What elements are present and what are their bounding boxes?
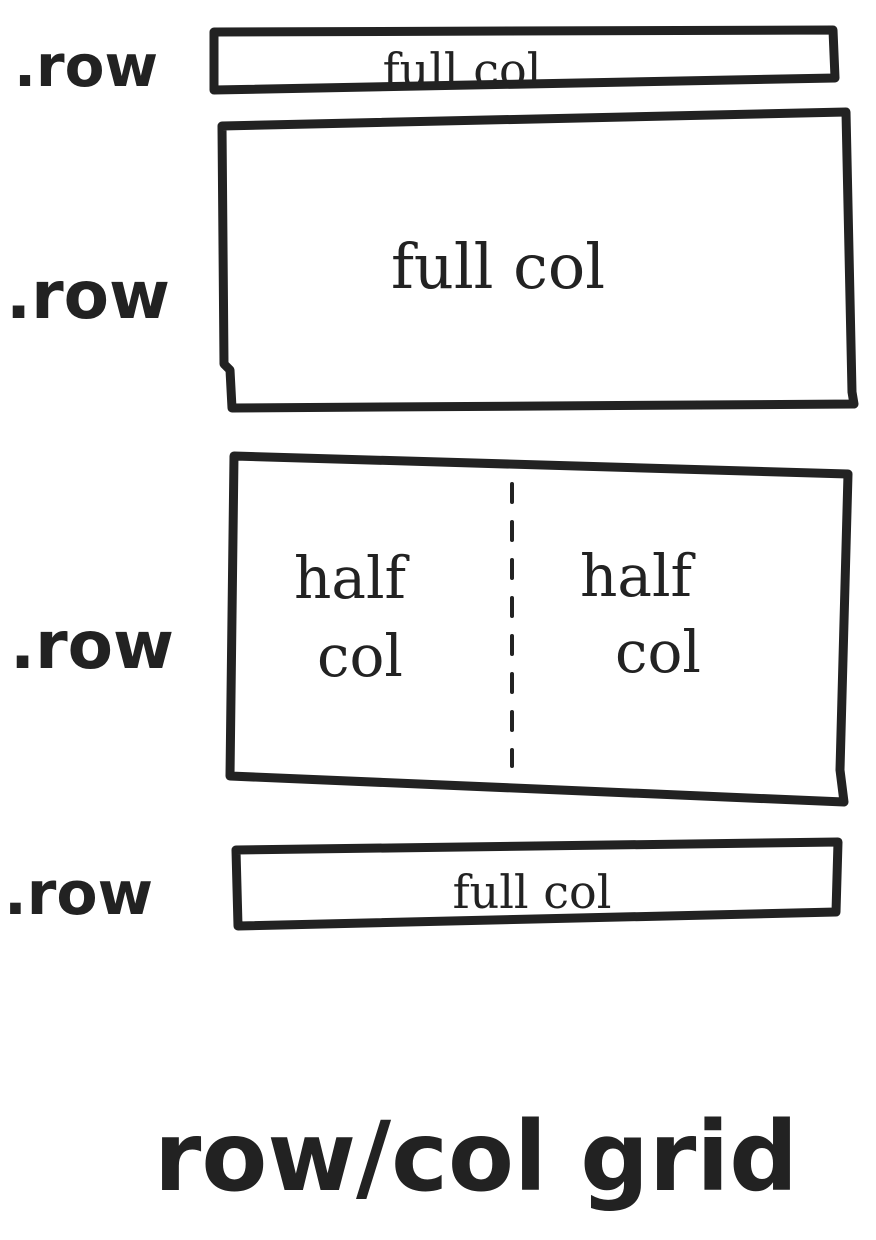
row-4: .row full col [4,837,843,931]
row-4-full-col-label: full col [453,865,612,919]
row-2-full-col-box [217,107,859,413]
row-4-label: .row [4,859,153,929]
row-4-full-col-box [231,837,843,931]
row-3-left-half-col-line2: col [317,622,403,690]
row-3-right-half-col-line2: col [615,618,701,686]
row-1: .row full col [14,25,840,100]
row-3-left-half-col-line1: half [294,544,409,612]
diagram-caption: row/col grid [154,1101,798,1213]
row-2-full-col-label: full col [391,230,605,303]
row-3: .row half col half col [10,451,853,807]
row-2-label: .row [6,257,170,334]
row-1-full-col-label: full col [383,43,542,97]
row-1-full-col-box [209,25,840,95]
row-3-right-half-col-line1: half [580,542,695,610]
row-3-box [225,451,853,807]
row-1-label: .row [14,32,158,100]
row-2: .row full col [6,107,859,413]
row-3-label: .row [10,607,174,684]
